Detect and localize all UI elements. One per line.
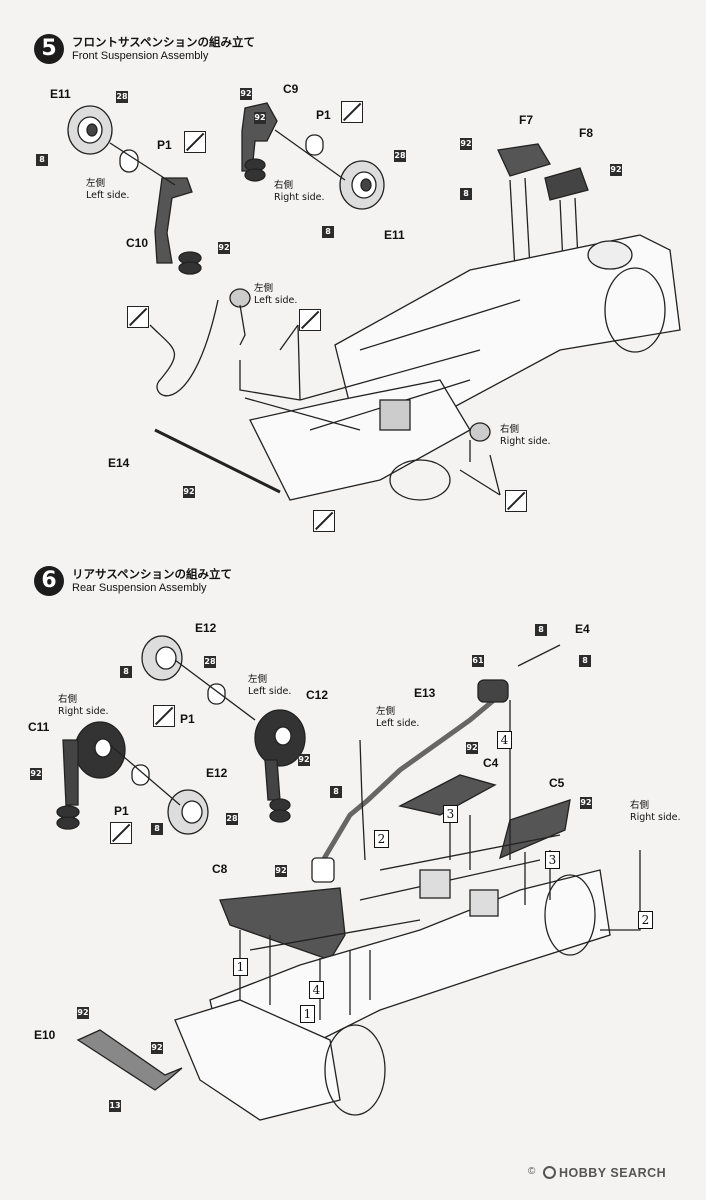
sub-step-callout: 1 [300,1005,315,1023]
paint-chip: 13 [109,1100,121,1112]
part-label-c8: C8 [212,862,228,876]
part-label-p1-top: P1 [180,712,195,726]
part-label-c12: C12 [306,688,329,702]
paint-chip: 92 [151,1042,163,1054]
no-glue-icon [153,705,175,727]
paint-chip: 92 [30,768,42,780]
paint-chip: 28 [226,813,238,825]
step6-title-en: Rear Suspension Assembly [72,582,207,594]
paint-chip: 8 [120,666,132,678]
part-label-f7: F7 [519,113,534,127]
part-label-e12-top: E12 [195,621,217,635]
paint-chip: 92 [275,865,287,877]
no-glue-icon [110,822,132,844]
step6-title-ja: リアサスペンションの組み立て [72,567,232,581]
part-label-e10: E10 [34,1028,56,1042]
sub-step-callout: 1 [233,958,248,976]
step5-title-ja: フロントサスペンションの組み立て [72,35,255,49]
step-number-5: 5 [34,34,64,64]
paint-chip: 92 [183,486,195,498]
paint-chip: 92 [298,754,310,766]
no-glue-icon [184,131,206,153]
sub-step-callout: 3 [443,805,458,823]
step-number-6: 6 [34,566,64,596]
part-label-e12-bottom: E12 [206,766,228,780]
part-label-c11: C11 [28,720,50,734]
paint-chip: 8 [330,786,342,798]
hobby-search-logo-icon [543,1166,556,1179]
part-label-e11-right: E11 [384,228,405,242]
part-label-c4: C4 [483,756,499,770]
copyright-mark: © [528,1166,536,1177]
paint-chip: 8 [535,624,547,636]
part-label-p1-left: P1 [157,138,172,152]
paint-chip: 28 [116,91,128,103]
sub-step-callout: 2 [374,830,389,848]
paint-chip: 92 [460,138,472,150]
paint-chip: 92 [610,164,622,176]
paint-chip: 92 [218,242,230,254]
paint-chip: 8 [579,655,591,667]
paint-chip: 92 [240,88,252,100]
part-label-e14: E14 [108,456,130,470]
paint-chip: 61 [472,655,484,667]
no-glue-icon [313,510,335,532]
part-label-c5: C5 [549,776,565,790]
part-label-c10: C10 [126,236,149,250]
paint-chip: 8 [36,154,48,166]
part-label-e13: E13 [414,686,436,700]
paint-chip: 28 [394,150,406,162]
paint-chip: 92 [580,797,592,809]
no-glue-icon [299,309,321,331]
sub-step-callout: 4 [309,981,324,999]
step5-title-en: Front Suspension Assembly [72,50,209,62]
watermark: HOBBY SEARCH [543,1166,666,1180]
paint-chip: 8 [322,226,334,238]
part-label-p1-bottom: P1 [114,804,129,818]
paint-chip: 92 [77,1007,89,1019]
paint-chip: 92 [254,112,266,124]
paint-chip: 28 [204,656,216,668]
no-glue-icon [127,306,149,328]
part-label-e4: E4 [575,622,590,636]
part-label-f8: F8 [579,126,594,140]
paint-chip: 8 [460,188,472,200]
no-glue-icon [505,490,527,512]
no-glue-icon [341,101,363,123]
sub-step-callout: 4 [497,731,512,749]
part-label-e11-left: E11 [50,87,71,101]
paint-chip: 92 [466,742,478,754]
paint-chip: 8 [151,823,163,835]
sub-step-callout: 2 [638,911,653,929]
part-label-p1-right: P1 [316,108,331,122]
sub-step-callout: 3 [545,851,560,869]
part-label-c9: C9 [283,82,299,96]
